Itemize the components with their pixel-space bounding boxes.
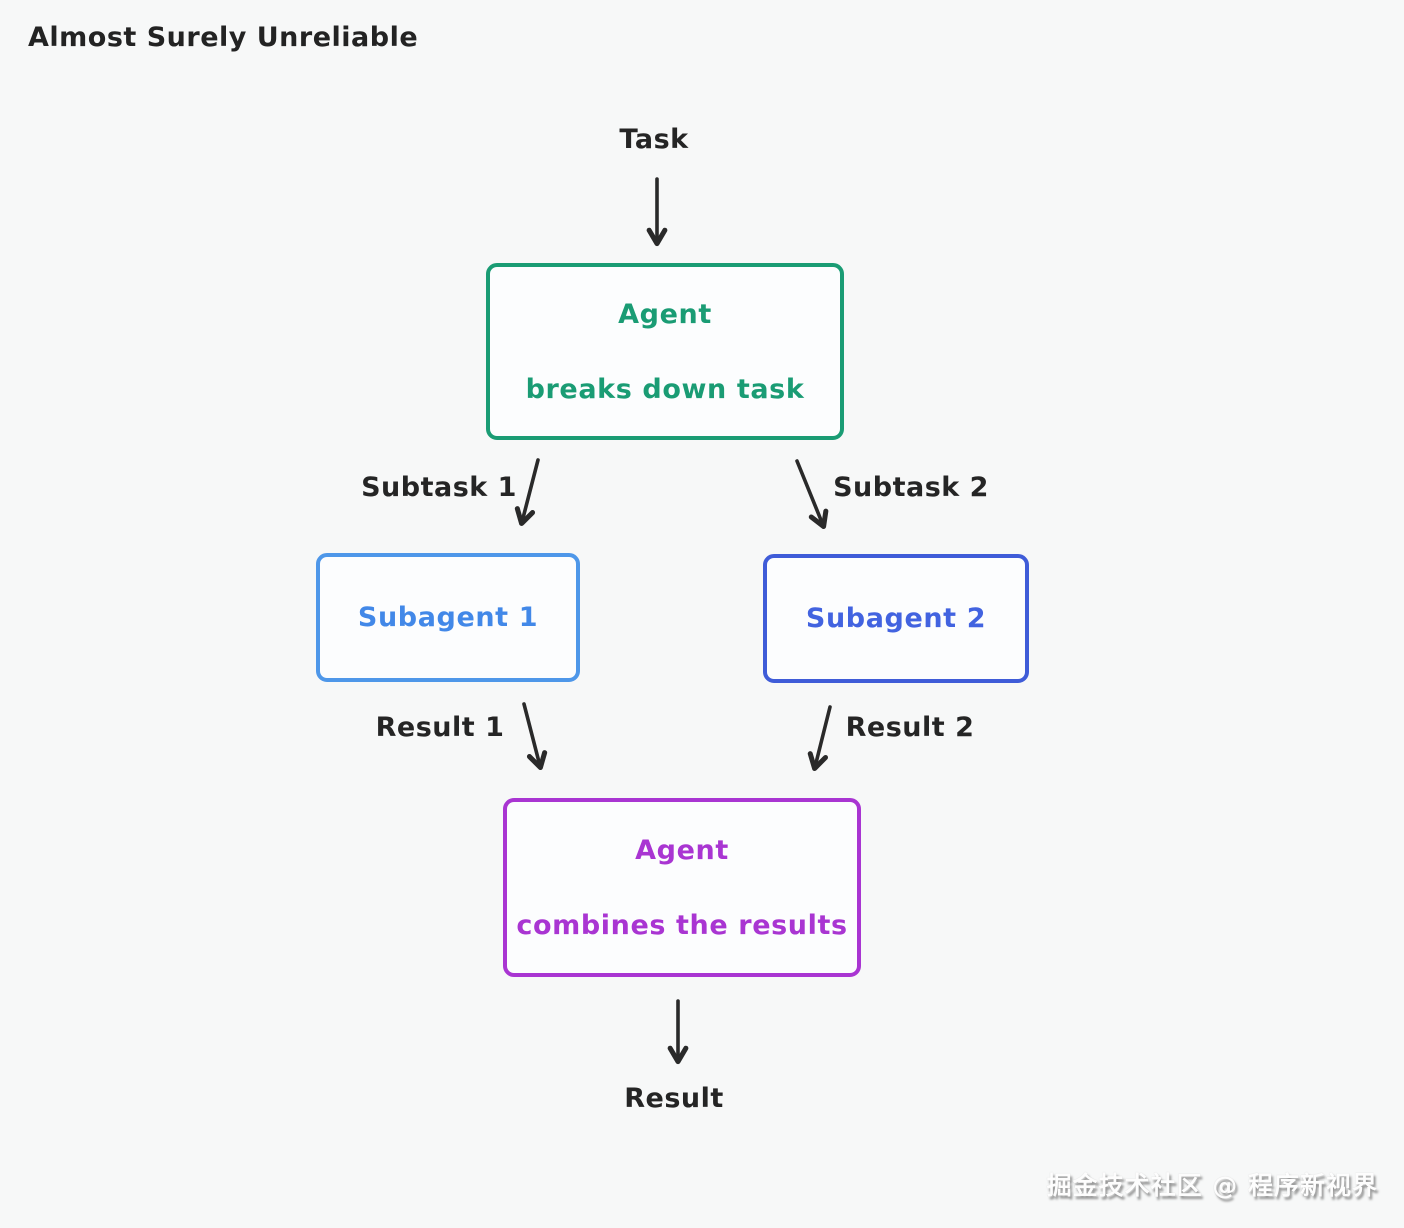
orchestrator-agent-name: Agent bbox=[618, 298, 712, 330]
subagent-1-node: Subagent 1 bbox=[316, 553, 580, 682]
combiner-agent-node: Agent combines the results bbox=[503, 798, 861, 977]
arrow-subtask-2 bbox=[795, 459, 829, 529]
subagent-2-label: Subagent 2 bbox=[805, 603, 987, 634]
subtask-1-label: Subtask 1 bbox=[361, 472, 517, 503]
arrow-result-1 bbox=[522, 702, 548, 771]
result-1-label: Result 1 bbox=[375, 712, 505, 743]
subagent-1-label: Subagent 1 bbox=[357, 602, 539, 633]
page-title: Almost Surely Unreliable bbox=[28, 22, 419, 53]
orchestrator-agent-action: breaks down task bbox=[525, 373, 805, 405]
result-2-label: Result 2 bbox=[845, 712, 975, 743]
task-label: Task bbox=[619, 124, 689, 155]
subagent-2-node: Subagent 2 bbox=[763, 554, 1029, 683]
watermark: 掘金技术社区 @ 程序新视界 bbox=[1046, 1171, 1378, 1200]
orchestrator-agent-node: Agent breaks down task bbox=[486, 263, 844, 440]
result-label: Result bbox=[624, 1083, 724, 1114]
arrow-subtask-1 bbox=[514, 458, 540, 527]
combiner-agent-action: combines the results bbox=[516, 909, 848, 941]
arrow-result-2 bbox=[807, 705, 832, 772]
subtask-2-label: Subtask 2 bbox=[833, 472, 989, 503]
combiner-agent-name: Agent bbox=[635, 834, 729, 866]
